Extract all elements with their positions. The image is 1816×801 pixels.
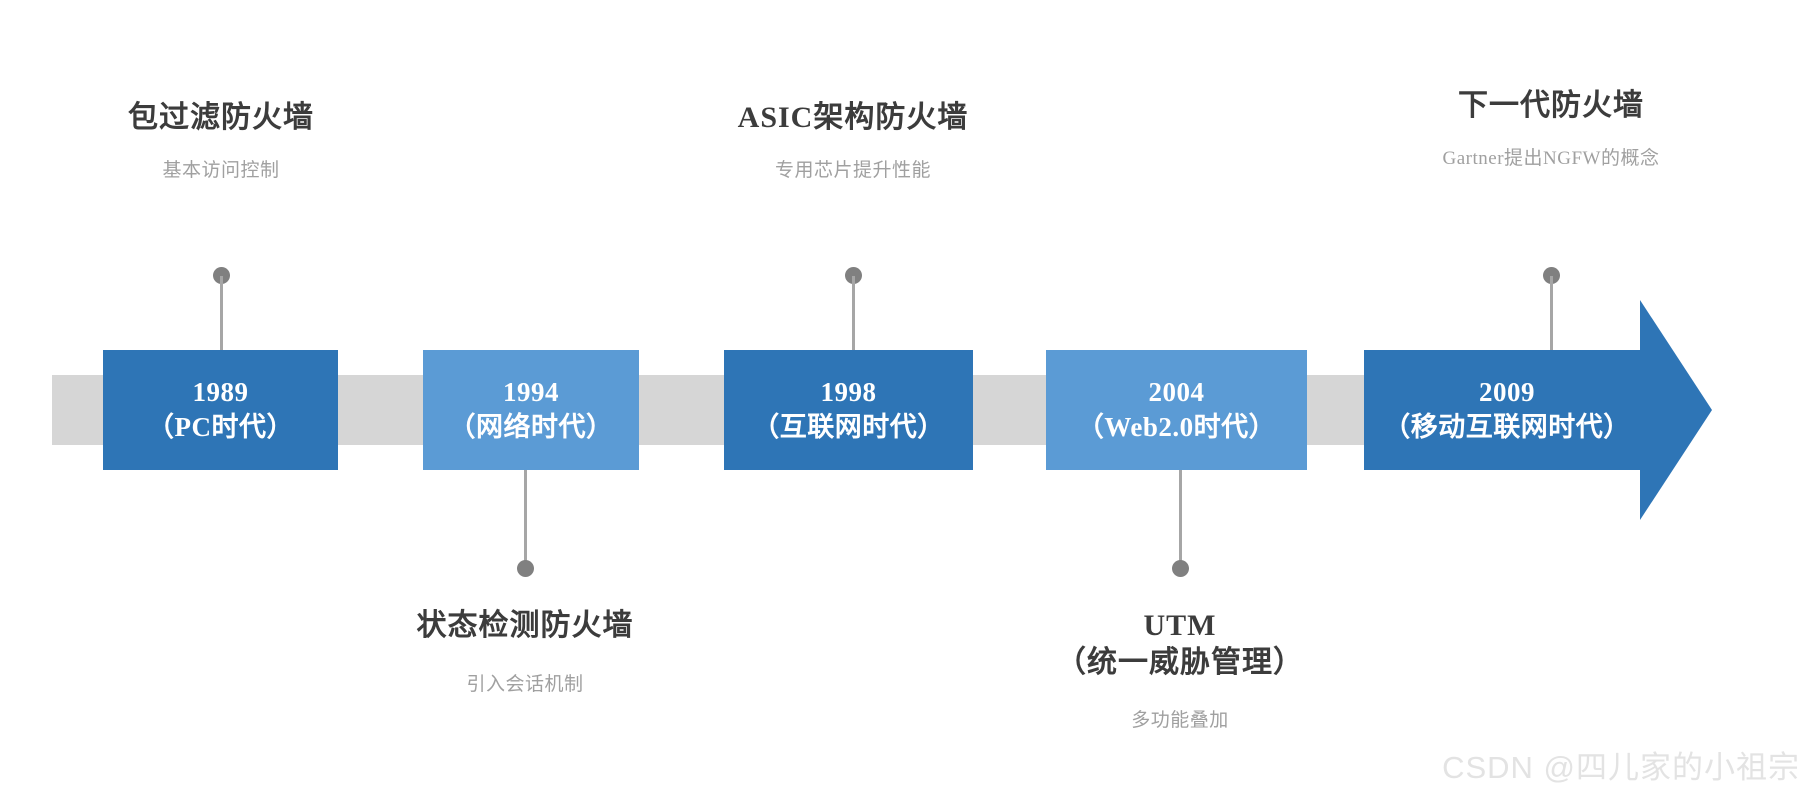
milestone-box-1994[interactable]: 1994 （网络时代） [423, 350, 639, 470]
annotation-1989: 包过滤防火墙 基本访问控制 [128, 100, 314, 183]
milestone-year-2009: 2009 [1479, 377, 1535, 408]
milestone-year-1989: 1989 [192, 377, 249, 408]
annotation-2004: UTM （统一威胁管理） 多功能叠加 [1056, 608, 1304, 734]
connector-dot-2009 [1543, 267, 1560, 284]
annotation-subtitle-1989: 基本访问控制 [162, 159, 280, 181]
milestone-era-2004: （Web2.0时代） [1076, 412, 1277, 442]
milestone-box-2009[interactable]: 2009 （移动互联网时代） [1364, 350, 1650, 470]
milestone-era-1989: （PC时代） [147, 412, 294, 442]
annotation-subtitle-2004: 多功能叠加 [1131, 710, 1229, 732]
connector-stem-1989 [220, 276, 223, 350]
timeline-arrow-head [1640, 300, 1712, 520]
connector-stem-2004 [1179, 470, 1182, 568]
connector-dot-1998 [845, 267, 862, 284]
annotation-title-1994: 状态检测防火墙 [416, 609, 634, 642]
milestone-year-1994: 1994 [503, 377, 559, 408]
annotation-title-2004-line1: UTM [1143, 609, 1217, 642]
connector-stem-1998 [852, 276, 855, 350]
connector-dot-1989 [213, 267, 230, 284]
connector-stem-2009 [1550, 276, 1553, 350]
annotation-subtitle-2009: Gartner提出NGFW的概念 [1442, 147, 1660, 169]
milestone-box-1998[interactable]: 1998 （互联网时代） [724, 350, 973, 470]
csdn-watermark: CSDN @四儿家的小祖宗 [1442, 750, 1800, 785]
milestone-era-1994: （网络时代） [448, 412, 614, 442]
milestone-year-2004: 2004 [1148, 377, 1205, 408]
annotation-subtitle-1994: 引入会话机制 [466, 673, 584, 695]
annotation-1994: 状态检测防火墙 引入会话机制 [417, 608, 634, 697]
annotation-title-1989: 包过滤防火墙 [128, 101, 314, 134]
connector-dot-2004 [1172, 560, 1189, 577]
milestone-box-1989[interactable]: 1989 （PC时代） [103, 350, 338, 470]
milestone-year-1998: 1998 [820, 377, 877, 408]
annotation-1998: ASIC架构防火墙 专用芯片提升性能 [738, 100, 969, 183]
connector-dot-1994 [517, 560, 534, 577]
milestone-box-2004[interactable]: 2004 （Web2.0时代） [1046, 350, 1307, 470]
annotation-subtitle-1998: 专用芯片提升性能 [774, 159, 932, 181]
annotation-title-2009: 下一代防火墙 [1458, 89, 1644, 122]
annotation-2009: 下一代防火墙 Gartner提出NGFW的概念 [1443, 88, 1660, 171]
connector-stem-1994 [524, 470, 527, 568]
annotation-title-2004-line2: （统一威胁管理） [1056, 645, 1304, 679]
milestone-era-2009: （移动互联网时代） [1383, 412, 1631, 442]
annotation-title-1998: ASIC架构防火墙 [737, 101, 969, 134]
milestone-era-1998: （互联网时代） [752, 412, 945, 442]
